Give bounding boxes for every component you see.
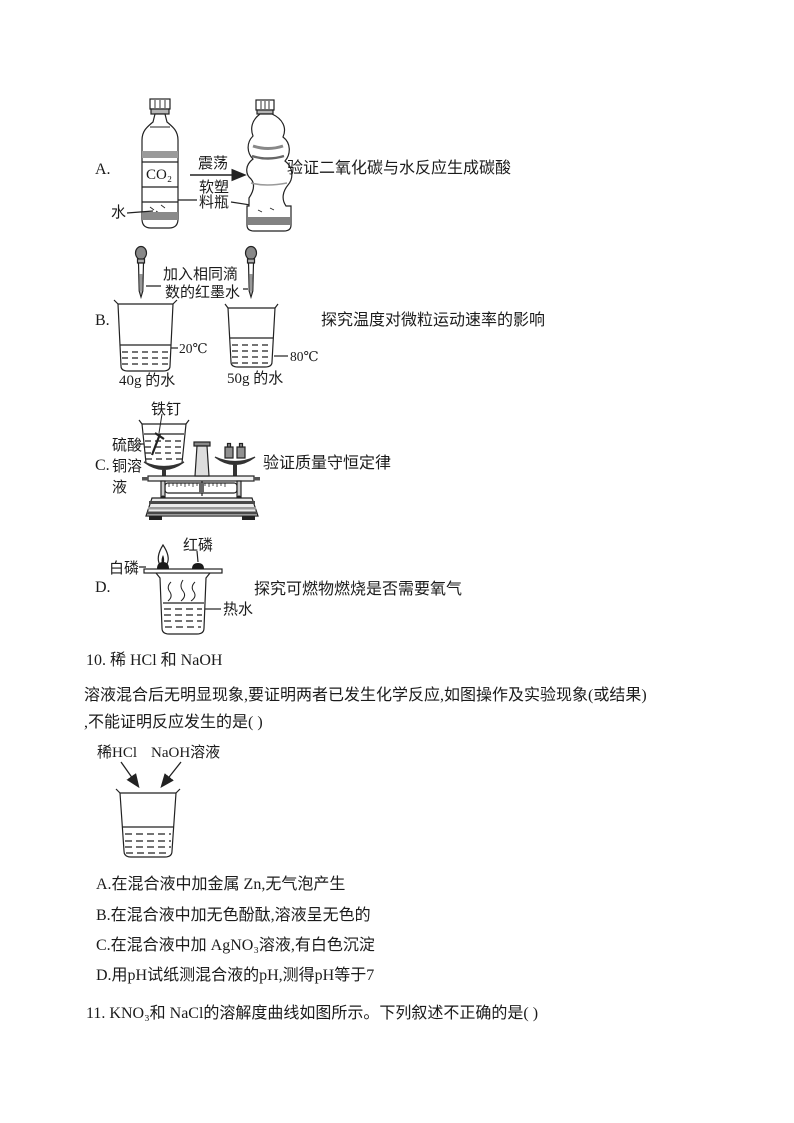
temp-20c-label: 20℃	[179, 341, 208, 356]
experiment-d-caption: 探究可燃物燃烧是否需要氧气	[254, 581, 463, 598]
q10-option-c: C.在混合液中加 AgNO₃溶液,有白色沉淀	[96, 937, 375, 954]
soft-bottle-label-2: 料瓶	[199, 195, 230, 211]
water-50g-label: 50g 的水	[227, 371, 284, 387]
balance-scale-diagram	[137, 413, 260, 520]
naoh-solution-label: NaOH溶液	[151, 745, 221, 761]
water-label: 水	[111, 205, 127, 221]
dilute-hcl-label: 稀HCl	[97, 745, 138, 761]
experiment-b-label: B.	[95, 312, 110, 329]
q10-mixing-diagram	[115, 761, 182, 858]
experiment-c-label: C.	[95, 457, 110, 474]
experiment-d-label: D.	[95, 579, 111, 596]
red-phosphorus-label: 红磷	[183, 538, 214, 554]
dropper-label-1: 加入相同滴	[163, 267, 239, 283]
hot-water-label: 热水	[223, 602, 254, 618]
experiment-b-caption: 探究温度对微粒运动速率的影响	[321, 312, 546, 329]
water-40g-label: 40g 的水	[119, 373, 176, 389]
experiment-a-label: A.	[95, 161, 111, 178]
experiment-c-caption: 验证质量守恒定律	[263, 455, 392, 472]
cuso4-label-2: 铜溶	[112, 459, 143, 475]
q10-number-line: 10. 稀 HCl 和 NaOH	[86, 652, 223, 669]
shake-label: 震荡	[198, 156, 229, 172]
temp-80c-label: 80℃	[290, 349, 319, 364]
cuso4-label-3: 液	[112, 480, 128, 496]
q10-body-line1: 溶液混合后无明显现象,要证明两者已发生化学反应,如图操作及实验现象(或结果)	[84, 687, 647, 704]
soft-bottle-label-1: 软塑	[199, 180, 230, 196]
q11-number-line: 11. KNO₃和 NaCl的溶解度曲线如图所示。下列叙述不正确的是( )	[86, 1005, 539, 1022]
iron-nail-label: 铁钉	[151, 402, 182, 418]
q10-option-d: D.用pH试纸测混合液的pH,测得pH等于7	[96, 967, 375, 984]
cuso4-label-1: 硫酸	[112, 438, 143, 454]
q10-body-line2: ,不能证明反应发生的是( )	[84, 714, 263, 731]
q10-option-a: A.在混合液中加金属 Zn,无气泡产生	[96, 876, 346, 893]
white-phosphorus-label: 白磷	[109, 561, 140, 577]
red-ink-diffusion-diagram	[113, 245, 288, 372]
experiment-a-caption: 验证二氧化碳与水反应生成碳酸	[287, 160, 512, 177]
co2-gas-label: CO₂	[146, 167, 173, 183]
q10-option-b: B.在混合液中加无色酚酞,溶液呈无色的	[96, 907, 371, 924]
phosphorus-combustion-diagram	[139, 543, 223, 635]
co2-bottle-diagram	[126, 98, 293, 232]
dropper-label-2: 数的红墨水	[165, 285, 241, 301]
